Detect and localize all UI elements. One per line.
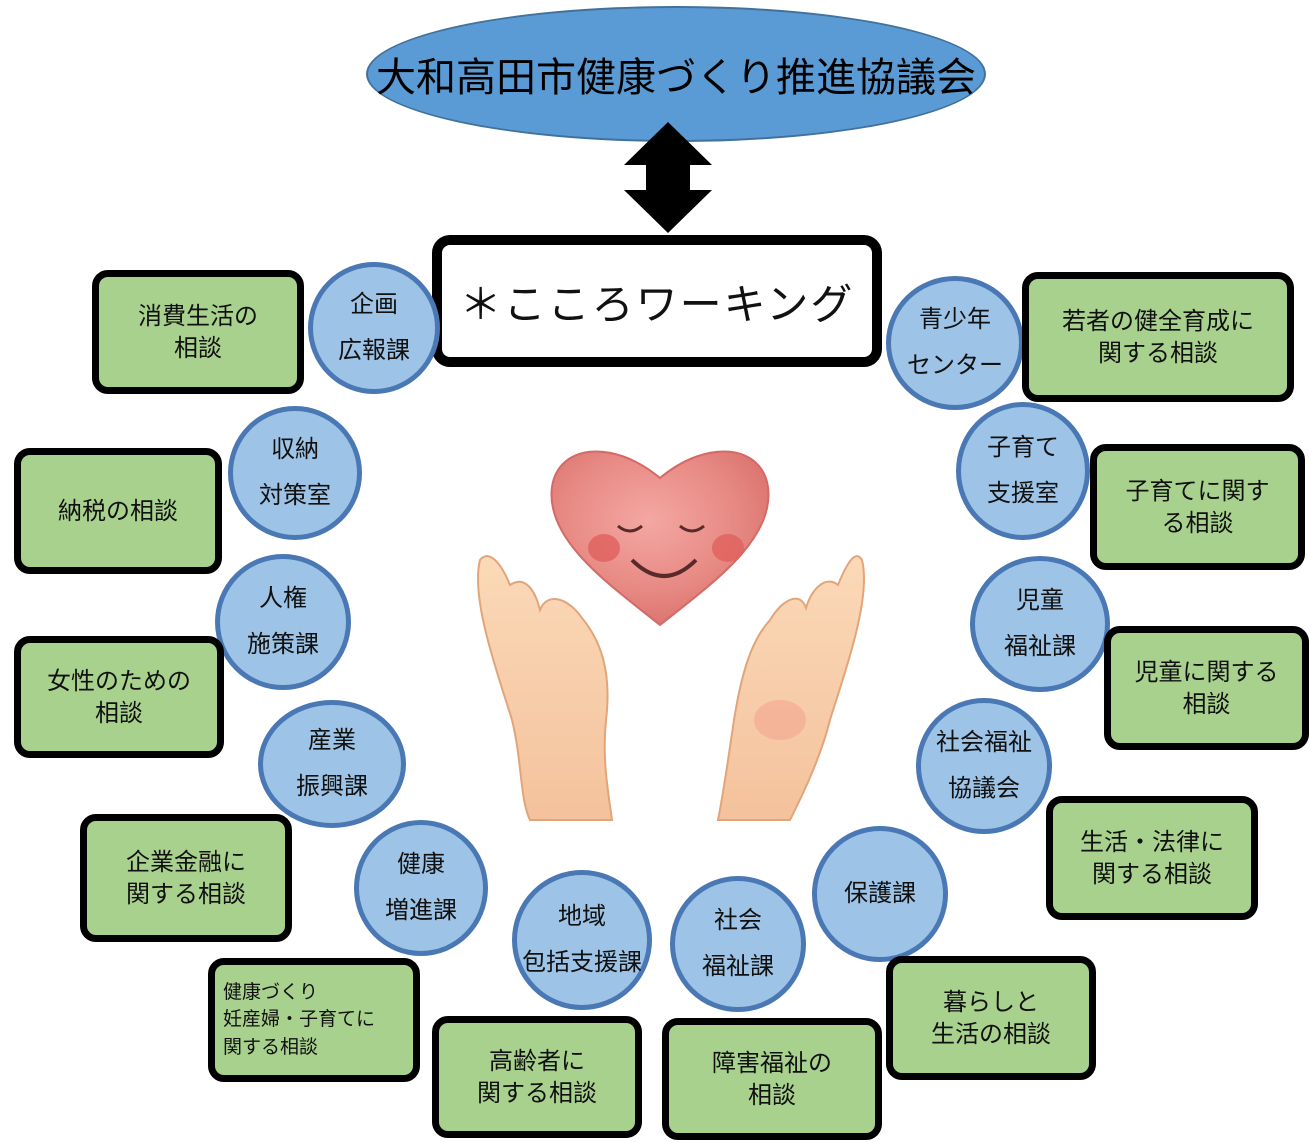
consult-label-line: 女性のための (47, 666, 191, 695)
dept-circle-chiiki-hokatsu: 地域 包括支援課 (512, 870, 652, 1010)
dept-label-line: 産業 (308, 726, 356, 755)
consult-label-line: 若者の健全育成に (1062, 306, 1254, 335)
dept-circle-jido-fukushi: 児童 福祉課 (970, 556, 1110, 692)
consult-label-line: 障害福祉の (712, 1048, 832, 1077)
dept-label-line: 振興課 (296, 772, 368, 800)
kokoro-working-box: ＊こころワーキング (432, 235, 882, 367)
consult-box-nozei: 納税の相談 (14, 448, 222, 574)
consult-label-line: 消費生活の (138, 301, 258, 330)
dept-label-line: 児童 (1016, 586, 1064, 615)
consult-label-line: 相談 (748, 1081, 796, 1109)
consult-label-line: 相談 (1182, 690, 1231, 718)
dept-circle-kikaku-kouhou: 企画 広報課 (308, 262, 440, 394)
dept-label-line: 広報課 (338, 336, 410, 364)
consult-box-kurashi-seikatsu: 暮らしと 生活の相談 (886, 956, 1096, 1080)
consult-label-line: 納税の相談 (58, 496, 178, 525)
dept-circle-shakai-fukushi: 社会 福祉課 (670, 876, 806, 1012)
consult-label-line: 相談 (174, 334, 222, 362)
dept-label-line: 健康 (397, 850, 445, 879)
consult-box-kosodate: 子育てに関す る相談 (1090, 444, 1305, 570)
dept-label-line: 対策室 (259, 481, 331, 509)
consult-label-line: 暮らしと (943, 987, 1039, 1016)
dept-circle-kenko-zoshin: 健康 増進課 (354, 820, 488, 956)
consult-box-koreisha: 高齢者に 関する相談 (432, 1016, 642, 1138)
dept-circle-sangyo-shinko: 産業 振興課 (258, 700, 406, 828)
kokoro-working-title: ＊こころワーキング (459, 279, 855, 329)
dept-label-line: 福祉課 (1004, 632, 1076, 660)
dept-circle-shakai-fukushi-kyogikai: 社会福祉 協議会 (916, 698, 1052, 834)
dept-circle-jinken-shisaku: 人権 施策課 (215, 554, 351, 690)
consult-label-line: 児童に関する (1134, 657, 1279, 686)
dept-label-line: 人権 (259, 584, 307, 613)
dept-label-line: 収納 (271, 435, 319, 464)
dept-circle-shuno-taisaku: 収納 対策室 (228, 406, 362, 540)
dept-label-line: 増進課 (385, 896, 457, 924)
consult-box-seikatsu-horitsu: 生活・法律に 関する相談 (1046, 796, 1258, 920)
dept-label-line: 企画 (350, 290, 398, 319)
dept-label-line: 施策課 (247, 630, 319, 658)
consult-box-shogai-fukushi: 障害福祉の 相談 (662, 1018, 882, 1140)
consult-label-line: 高齢者に (489, 1046, 585, 1075)
consult-label-line: 関する相談 (1098, 339, 1218, 367)
dept-label-line: 社会 (714, 906, 762, 935)
dept-label-line: 社会福祉 (936, 728, 1032, 757)
dept-label-line: 保護課 (844, 879, 916, 908)
consult-label-line: 関する相談 (223, 1035, 319, 1058)
dept-label-line: 福祉課 (702, 952, 774, 980)
dept-label-line: 協議会 (948, 774, 1020, 802)
consult-box-kigyo-kinyu: 企業金融に 関する相談 (80, 814, 292, 942)
consult-box-jido: 児童に関する 相談 (1104, 626, 1309, 750)
dept-circle-hogo: 保護課 (812, 826, 948, 962)
dept-label-line: 包括支援課 (522, 948, 642, 976)
consult-label-line: 関する相談 (126, 880, 246, 908)
consult-box-wakamono: 若者の健全育成に 関する相談 (1022, 272, 1294, 402)
consult-label-line: 企業金融に (126, 847, 246, 876)
consult-label-line: 妊産婦・子育てに (223, 1008, 376, 1031)
consult-label-line: る相談 (1161, 509, 1234, 537)
council-title: 大和高田市健康づくり推進協議会 (376, 55, 976, 101)
dept-label-line: 子育て (987, 433, 1059, 462)
consult-label-line: 関する相談 (1092, 860, 1212, 888)
consult-label-line: 相談 (95, 699, 143, 727)
consult-label-line: 関する相談 (477, 1079, 597, 1107)
dept-circle-seishonen-center: 青少年 センター (886, 276, 1024, 410)
dept-circle-kosodate-shien: 子育て 支援室 (956, 402, 1090, 540)
smiling-heart-illustration (550, 450, 770, 627)
consult-label-line: 子育てに関す (1125, 476, 1270, 505)
consult-box-shohi-seikatsu: 消費生活の 相談 (92, 270, 304, 394)
dept-label-line: 地域 (558, 902, 606, 931)
consult-box-kenko-ninsanpu: 健康づくり 妊産婦・子育てに 関する相談 (208, 958, 420, 1082)
consult-label-line: 健康づくり (223, 980, 319, 1003)
consult-label-line: 生活の相談 (931, 1020, 1051, 1048)
consult-label-line: 生活・法律に (1080, 827, 1224, 856)
consult-box-josei: 女性のための 相談 (14, 636, 224, 758)
cupped-hands-illustration (477, 555, 865, 821)
council-ellipse: 大和高田市健康づくり推進協議会 (366, 6, 986, 142)
dept-label-line: 青少年 (919, 305, 991, 334)
dept-label-line: センター (907, 351, 1003, 379)
dept-label-line: 支援室 (987, 479, 1059, 507)
